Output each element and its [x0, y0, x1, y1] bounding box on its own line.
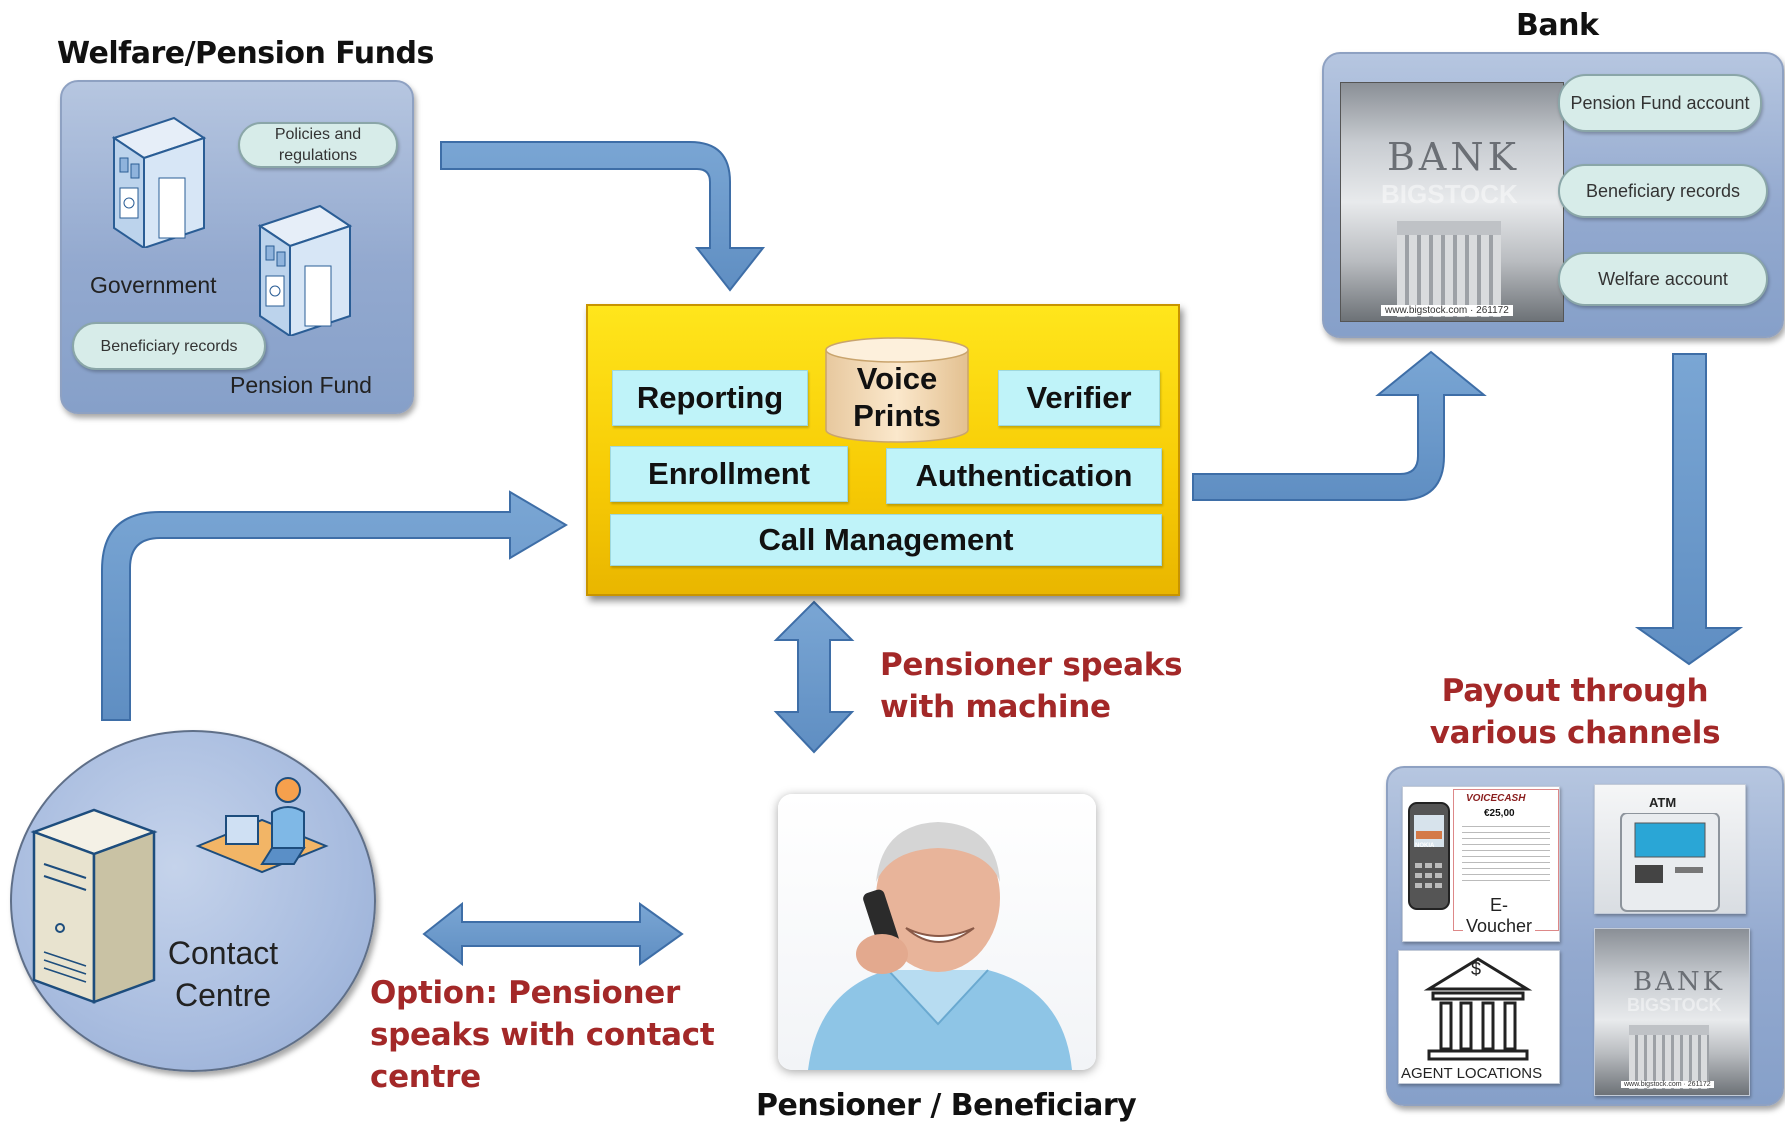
atm-tile[interactable]: ATM	[1594, 784, 1746, 914]
authentication-module[interactable]: Authentication	[886, 448, 1162, 504]
welfare-heading: Welfare/Pension Funds	[57, 36, 434, 71]
bank-watermark: BIGSTOCK	[1381, 179, 1518, 209]
arrow-contact-to-core	[101, 490, 568, 721]
server-icon	[30, 808, 158, 1004]
voucher-brand: VOICECASH	[1466, 793, 1526, 804]
pension-fund-account-pill: Pension Fund account	[1558, 74, 1762, 132]
dollar-sign: $	[1471, 959, 1482, 979]
bank-panel: BANK BIGSTOCK www.bigstock.com · 261172 …	[1322, 52, 1784, 338]
pensioner-beneficiary-label: Pensioner / Beneficiary	[756, 1088, 1137, 1123]
agent-locations-tile[interactable]: $ AGENT LOCATIONS	[1398, 950, 1560, 1084]
arrow-bank-to-payout	[1634, 353, 1744, 666]
bank-icon	[1423, 957, 1533, 1061]
verifier-module[interactable]: Verifier	[998, 370, 1160, 426]
call-management-module[interactable]: Call Management	[610, 514, 1162, 566]
e-voucher-label: E-Voucher	[1463, 895, 1535, 937]
bank-heading: Bank	[1516, 8, 1599, 43]
policies-pill: Policies and regulations	[238, 122, 398, 168]
welfare-account-pill: Welfare account	[1558, 252, 1768, 306]
bank-beneficiary-pill: Beneficiary records	[1558, 164, 1768, 218]
voice-biometrics-core: Reporting Voice Prints Verifier Enrollme…	[586, 304, 1180, 596]
pensioner-photo	[778, 794, 1096, 1070]
phone-icon	[863, 889, 899, 949]
government-label: Government	[90, 272, 217, 298]
voucher-amount: €25,00	[1484, 808, 1515, 819]
pension-fund-label: Pension Fund	[230, 372, 372, 398]
bank-sign: BANK	[1387, 135, 1521, 179]
bank-payout-credit: www.bigstock.com · 261172	[1621, 1081, 1714, 1088]
agent-locations-label: AGENT LOCATIONS	[1401, 1065, 1543, 1082]
contact-centre-label: Contact Centre	[167, 935, 279, 1013]
payout-panel: VOICECASH €25,00 NOKIA E-Voucher ATM $	[1386, 766, 1784, 1106]
atm-icon	[1620, 813, 1720, 912]
arrow-core-pensioner	[773, 600, 855, 754]
welfare-beneficiary-pill: Beneficiary records	[72, 322, 266, 370]
bank-credit: www.bigstock.com · 261172	[1381, 305, 1513, 316]
reporting-module[interactable]: Reporting	[612, 370, 808, 426]
phone-brand: NOKIA	[1415, 843, 1435, 849]
bank-payout-sign: BANK	[1633, 967, 1726, 997]
payout-label: Payout through various channels	[1429, 673, 1721, 751]
database-icon	[825, 337, 969, 443]
contact-centre-circle: Contact Centre	[10, 730, 376, 1072]
arrow-contact-pensioner	[422, 901, 684, 967]
phone-icon	[1408, 802, 1450, 910]
bank-payout-tile[interactable]: BANK BIGSTOCK www.bigstock.com · 261172	[1594, 928, 1750, 1096]
agent-icon	[195, 777, 329, 874]
column-shape	[1397, 221, 1501, 317]
pensioner-figure	[808, 822, 1072, 1070]
option-contact-label: Option: Pensioner speaks with contact ce…	[370, 975, 715, 1095]
building-icon	[257, 204, 353, 336]
atm-label: ATM	[1649, 795, 1677, 810]
enrollment-module[interactable]: Enrollment	[610, 446, 848, 502]
voice-prints-label: Voice Prints	[853, 361, 941, 433]
welfare-panel: Policies and regulations Government Bene…	[60, 80, 414, 414]
pensioner-machine-label: Pensioner speaks with machine	[880, 647, 1183, 725]
arrow-funds-to-core	[440, 141, 766, 292]
bank-photo: BANK BIGSTOCK www.bigstock.com · 261172	[1340, 82, 1564, 322]
building-icon	[111, 116, 207, 248]
e-voucher-tile[interactable]: VOICECASH €25,00 NOKIA E-Voucher	[1402, 786, 1560, 942]
bank-payout-watermark: BIGSTOCK	[1627, 995, 1722, 1015]
